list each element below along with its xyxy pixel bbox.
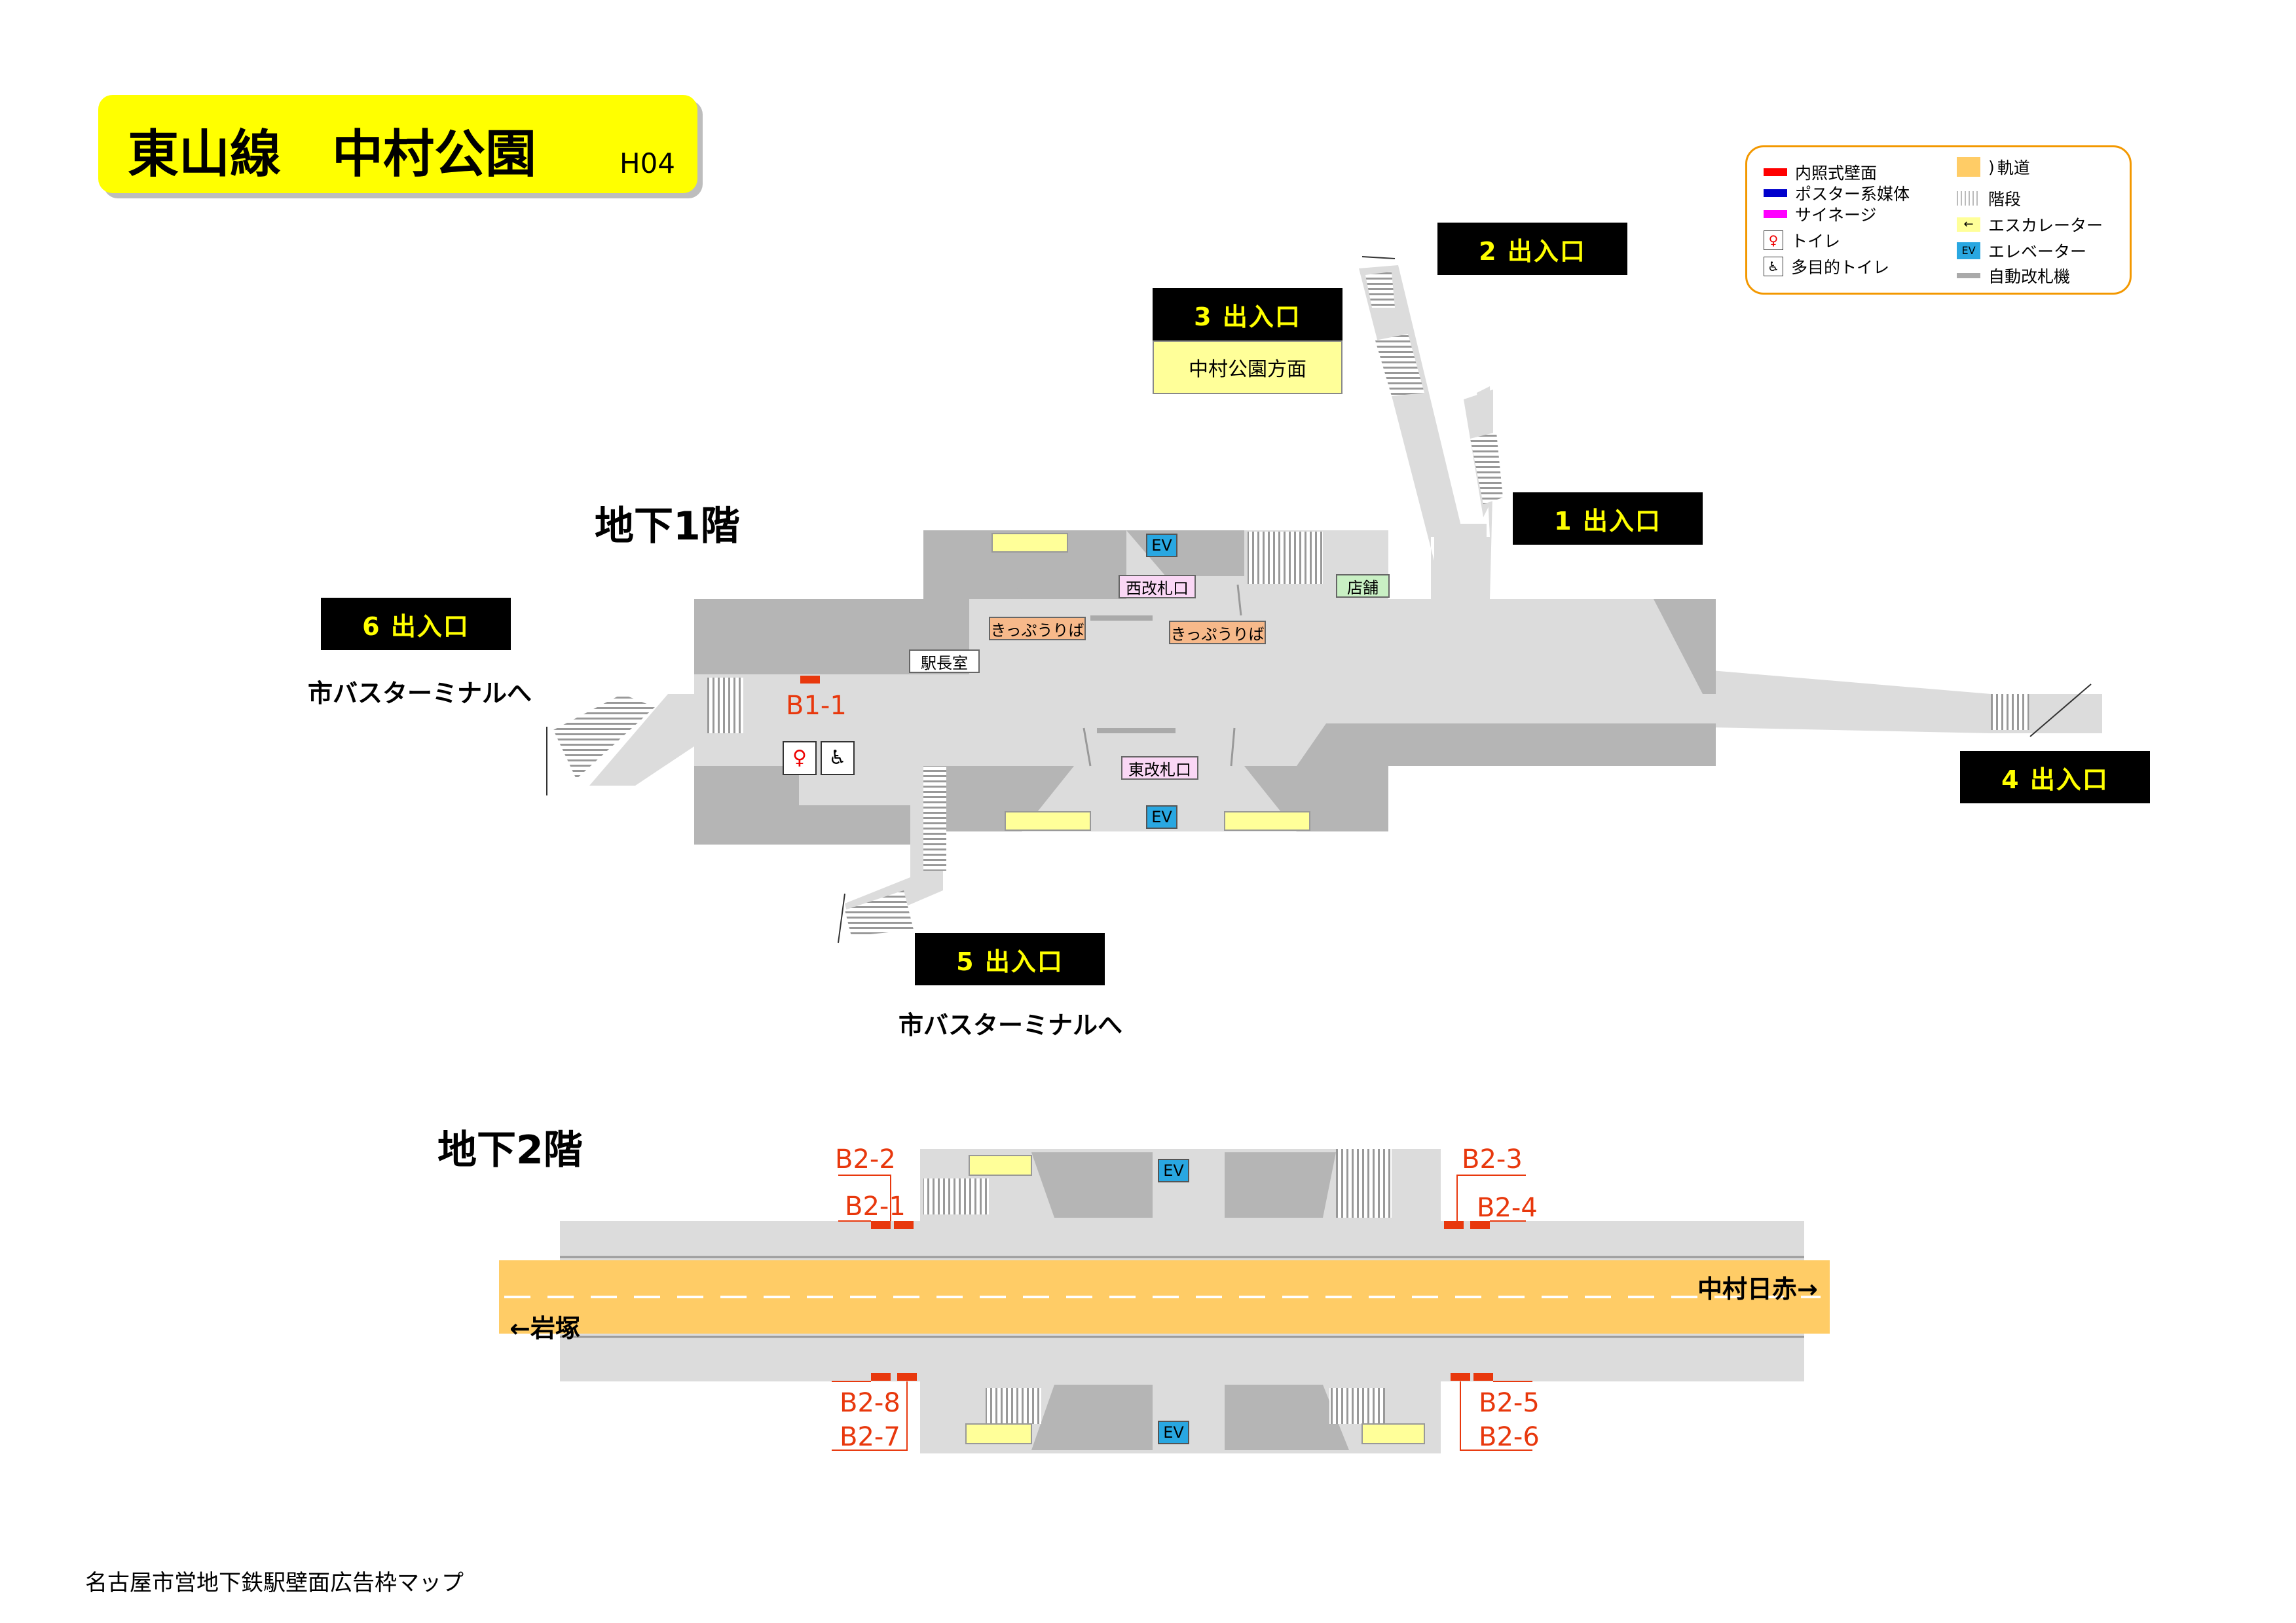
ad-panel-b1-1 [800,676,820,684]
legend-item-poster: ポスター系媒体 [1764,181,1910,205]
shop-label: 店舗 [1336,574,1390,598]
toilet-icon: ♀ [1764,230,1783,250]
station-title: 東山線 中村公園 [128,125,537,184]
lit-wall-swatch [1764,168,1787,176]
exit-3-note: 中村公園方面 [1153,340,1342,394]
legend-item-accessible-toilet: ♿ 多目的トイレ [1764,255,1889,278]
west-gate-label: 西改札口 [1119,575,1196,598]
ad-code-b2-2: B2-2 [835,1144,896,1175]
direction-west: ←岩塚 [509,1314,580,1343]
signage-swatch [1764,210,1787,218]
station-office-label: 駅長室 [909,649,980,673]
footer-caption: 名古屋市営地下鉄駅壁面広告枠マップ [85,1570,464,1596]
exit-1-label: 1 出入口 [1513,492,1703,545]
exit-5-bus-note: 市バスターミナルへ [898,1011,1123,1040]
ad-code-b2-6: B2-6 [1479,1422,1540,1452]
ticket-gates-east [1097,728,1176,733]
ad-code-b1-1: B1-1 [786,691,847,721]
b2-floor-plan [499,1149,1830,1453]
poster-swatch [1764,189,1787,197]
ticket-machine-west: きっぷうりば [989,617,1086,640]
escalator-icon: ← [1957,217,1980,232]
exit-4-label: 4 出入口 [1960,751,2150,803]
floor-b2-title: 地下2階 [437,1127,583,1173]
ticket-gates-west [1090,615,1153,621]
exit-2-label: 2 出入口 [1437,223,1627,275]
exit-6-label: 6 出入口 [321,598,511,650]
legend-item-toilet: ♀ トイレ [1764,228,1840,252]
ad-code-b2-8: B2-8 [840,1388,900,1418]
legend-item-signage: サイネージ [1764,202,1877,226]
elevator-b1-east: EV [1146,805,1177,829]
east-gate-label: 東改札口 [1121,756,1198,780]
station-code: H04 [620,147,676,179]
stairs-icon [1957,191,1980,206]
ticket-gate-icon [1957,273,1980,278]
legend-item-escalator: ← エスカレーター [1957,213,2103,236]
legend-item-lit-wall: 内照式壁面 [1764,160,1877,184]
accessible-toilet-icon: ♿ [1764,257,1783,276]
ad-code-b2-5: B2-5 [1479,1388,1540,1418]
station-title-box: 東山線 中村公園 H04 [98,95,697,193]
ad-code-b2-3: B2-3 [1462,1144,1523,1175]
legend-item-track: ) 軌道 [1957,155,2030,179]
legend-item-stairs: 階段 [1957,187,2021,210]
legend-item-elevator: EV エレベーター [1957,239,2086,263]
exit-5-label: 5 出入口 [915,933,1105,985]
elevator-b1-west: EV [1146,534,1177,557]
track-swatch [1957,157,1980,177]
ad-code-b2-1: B2-1 [845,1192,906,1222]
ad-code-b2-4: B2-4 [1477,1193,1538,1223]
legend-item-ticket-gate: 自動改札機 [1957,264,2070,287]
ticket-machine-east: きっぷうりば [1169,621,1266,644]
accessible-toilet-icon: ♿ [821,741,855,775]
floor-b1-title: 地下1階 [595,503,740,549]
elevator-icon: EV [1957,242,1980,259]
elevator-b2-north: EV [1158,1159,1189,1182]
exit-6-bus-note: 市バスターミナルへ [308,679,532,708]
toilet-icon: ♀ [783,741,817,775]
exit-3-label: 3 出入口 [1153,288,1342,340]
elevator-b2-south: EV [1158,1421,1189,1444]
legend: 内照式壁面 ポスター系媒体 サイネージ ♀ トイレ ♿ 多目的トイレ ) 軌道 … [1745,145,2132,295]
direction-east: 中村日赤→ [1697,1275,1818,1304]
ad-code-b2-7: B2-7 [840,1422,900,1452]
